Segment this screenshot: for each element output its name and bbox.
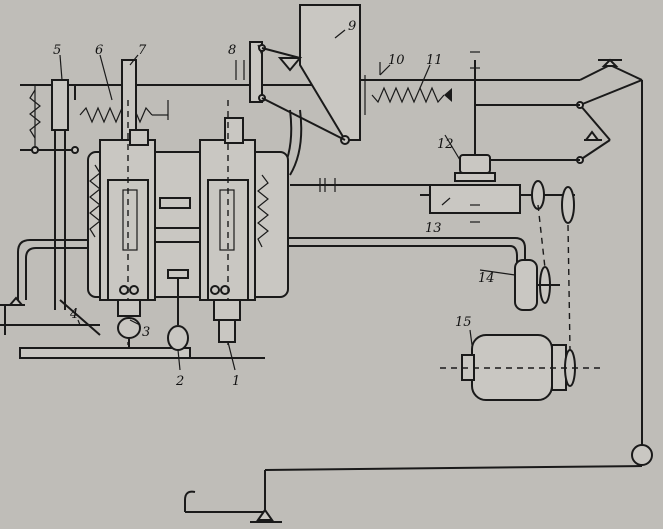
gear-12 — [454, 154, 496, 182]
label-13: 13 — [425, 221, 442, 236]
pump-14 — [514, 259, 560, 311]
machine-body — [87, 100, 289, 345]
label-1: 1 — [232, 374, 240, 389]
label-11: 11 — [426, 53, 443, 68]
label-8: 8 — [228, 43, 236, 58]
rod-7 — [121, 59, 137, 141]
piston-3 — [117, 299, 141, 348]
label-10: 10 — [388, 53, 405, 68]
return-pipe — [17, 237, 526, 300]
label-4: 4 — [69, 307, 78, 322]
nozzle-1 — [213, 299, 241, 343]
label-15: 15 — [455, 315, 472, 330]
motor-15 — [440, 334, 600, 401]
pedal-4 — [0, 296, 265, 359]
spring-11 — [364, 62, 452, 115]
lever-8 — [235, 41, 346, 176]
main-linkage — [20, 51, 653, 523]
label-5: 5 — [53, 43, 61, 58]
spring-6 — [79, 100, 169, 124]
labels: 5 6 7 8 9 10 11 12 13 14 15 4 3 2 1 — [53, 19, 516, 389]
left-column — [20, 79, 79, 310]
shaft-13 — [290, 178, 575, 224]
label-12: 12 — [437, 137, 454, 152]
belts — [537, 204, 571, 351]
label-7: 7 — [138, 43, 147, 58]
label-6: 6 — [95, 43, 103, 58]
label-14: 14 — [478, 271, 495, 286]
label-3: 3 — [142, 325, 150, 340]
label-2: 2 — [175, 374, 184, 389]
label-9: 9 — [348, 19, 356, 34]
